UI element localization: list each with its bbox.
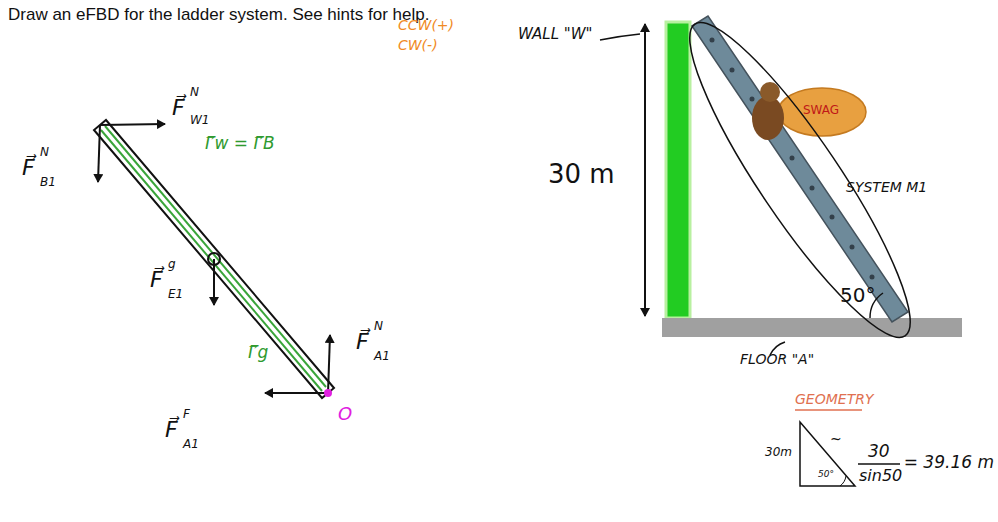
- pivot-point: [324, 389, 332, 397]
- force-symbol: F⃗: [165, 418, 178, 442]
- friction-arrow: [265, 392, 328, 394]
- force-symbol: F⃗: [22, 156, 35, 180]
- force-type: N: [190, 86, 199, 99]
- ladder-outline: [94, 120, 334, 398]
- beaver-body: [752, 96, 784, 140]
- torque-line: [101, 130, 322, 391]
- approx-symbol: ~: [830, 432, 842, 447]
- rotation-sign: CW(-): [398, 38, 438, 53]
- dimension-label: 30m: [765, 446, 792, 459]
- geometry-triangle: [800, 422, 855, 486]
- force-symbol: F⃗: [150, 268, 163, 292]
- force-symbol: F⃗: [356, 330, 369, 354]
- force-type: g: [168, 258, 176, 271]
- beaver-head: [760, 82, 780, 102]
- wall-label: WALL "W": [518, 26, 592, 43]
- floor-normal-arrow: [328, 335, 330, 393]
- ladder: [692, 16, 908, 322]
- instruction-title: Draw an eFBD for the ladder system. See …: [8, 6, 429, 25]
- force-symbol: F⃗: [172, 96, 185, 120]
- beaver-normal-arrow: [98, 125, 100, 182]
- torque-label: Γ⃗g: [248, 343, 268, 362]
- height-arrow: [644, 24, 646, 316]
- torque-line: [105, 126, 326, 387]
- fraction-denominator: sin50: [859, 467, 902, 485]
- swag-sign: [778, 88, 866, 136]
- floor: [662, 318, 962, 337]
- section-heading: GEOMETRY: [795, 392, 873, 407]
- force-index: A1: [374, 350, 390, 363]
- floor-label: FLOOR "A": [740, 352, 814, 367]
- force-index: B1: [40, 176, 56, 189]
- fraction-bar: [858, 463, 900, 465]
- ladder-rungs: [710, 38, 875, 280]
- force-index: A1: [183, 438, 199, 451]
- force-type: F: [183, 408, 190, 421]
- result-text: = 39.16 m: [904, 453, 994, 472]
- sign-text: SWAG: [803, 104, 839, 117]
- wall: [666, 22, 690, 318]
- rotation-sign: CCW(+): [398, 18, 454, 33]
- gravity-arrow: [213, 259, 215, 305]
- dimension-label: 30 m: [548, 160, 615, 189]
- fraction-numerator: 30: [868, 442, 890, 461]
- pivot-label: O: [338, 404, 352, 424]
- angle-label: 50°: [818, 470, 834, 480]
- force-index: W1: [190, 114, 210, 127]
- force-index: E1: [168, 288, 183, 301]
- system-label: SYSTEM M1: [846, 180, 927, 195]
- force-type: N: [40, 146, 49, 159]
- underline: [795, 409, 862, 411]
- angle-label: 50°: [840, 284, 875, 306]
- system-boundary: [662, 2, 939, 358]
- angle-arc: [840, 476, 846, 486]
- leader-line: [600, 34, 640, 40]
- force-type: N: [374, 320, 383, 333]
- torque-label: Γ⃗w = Γ⃗B: [205, 134, 275, 153]
- wall-normal-arrow: [100, 124, 165, 125]
